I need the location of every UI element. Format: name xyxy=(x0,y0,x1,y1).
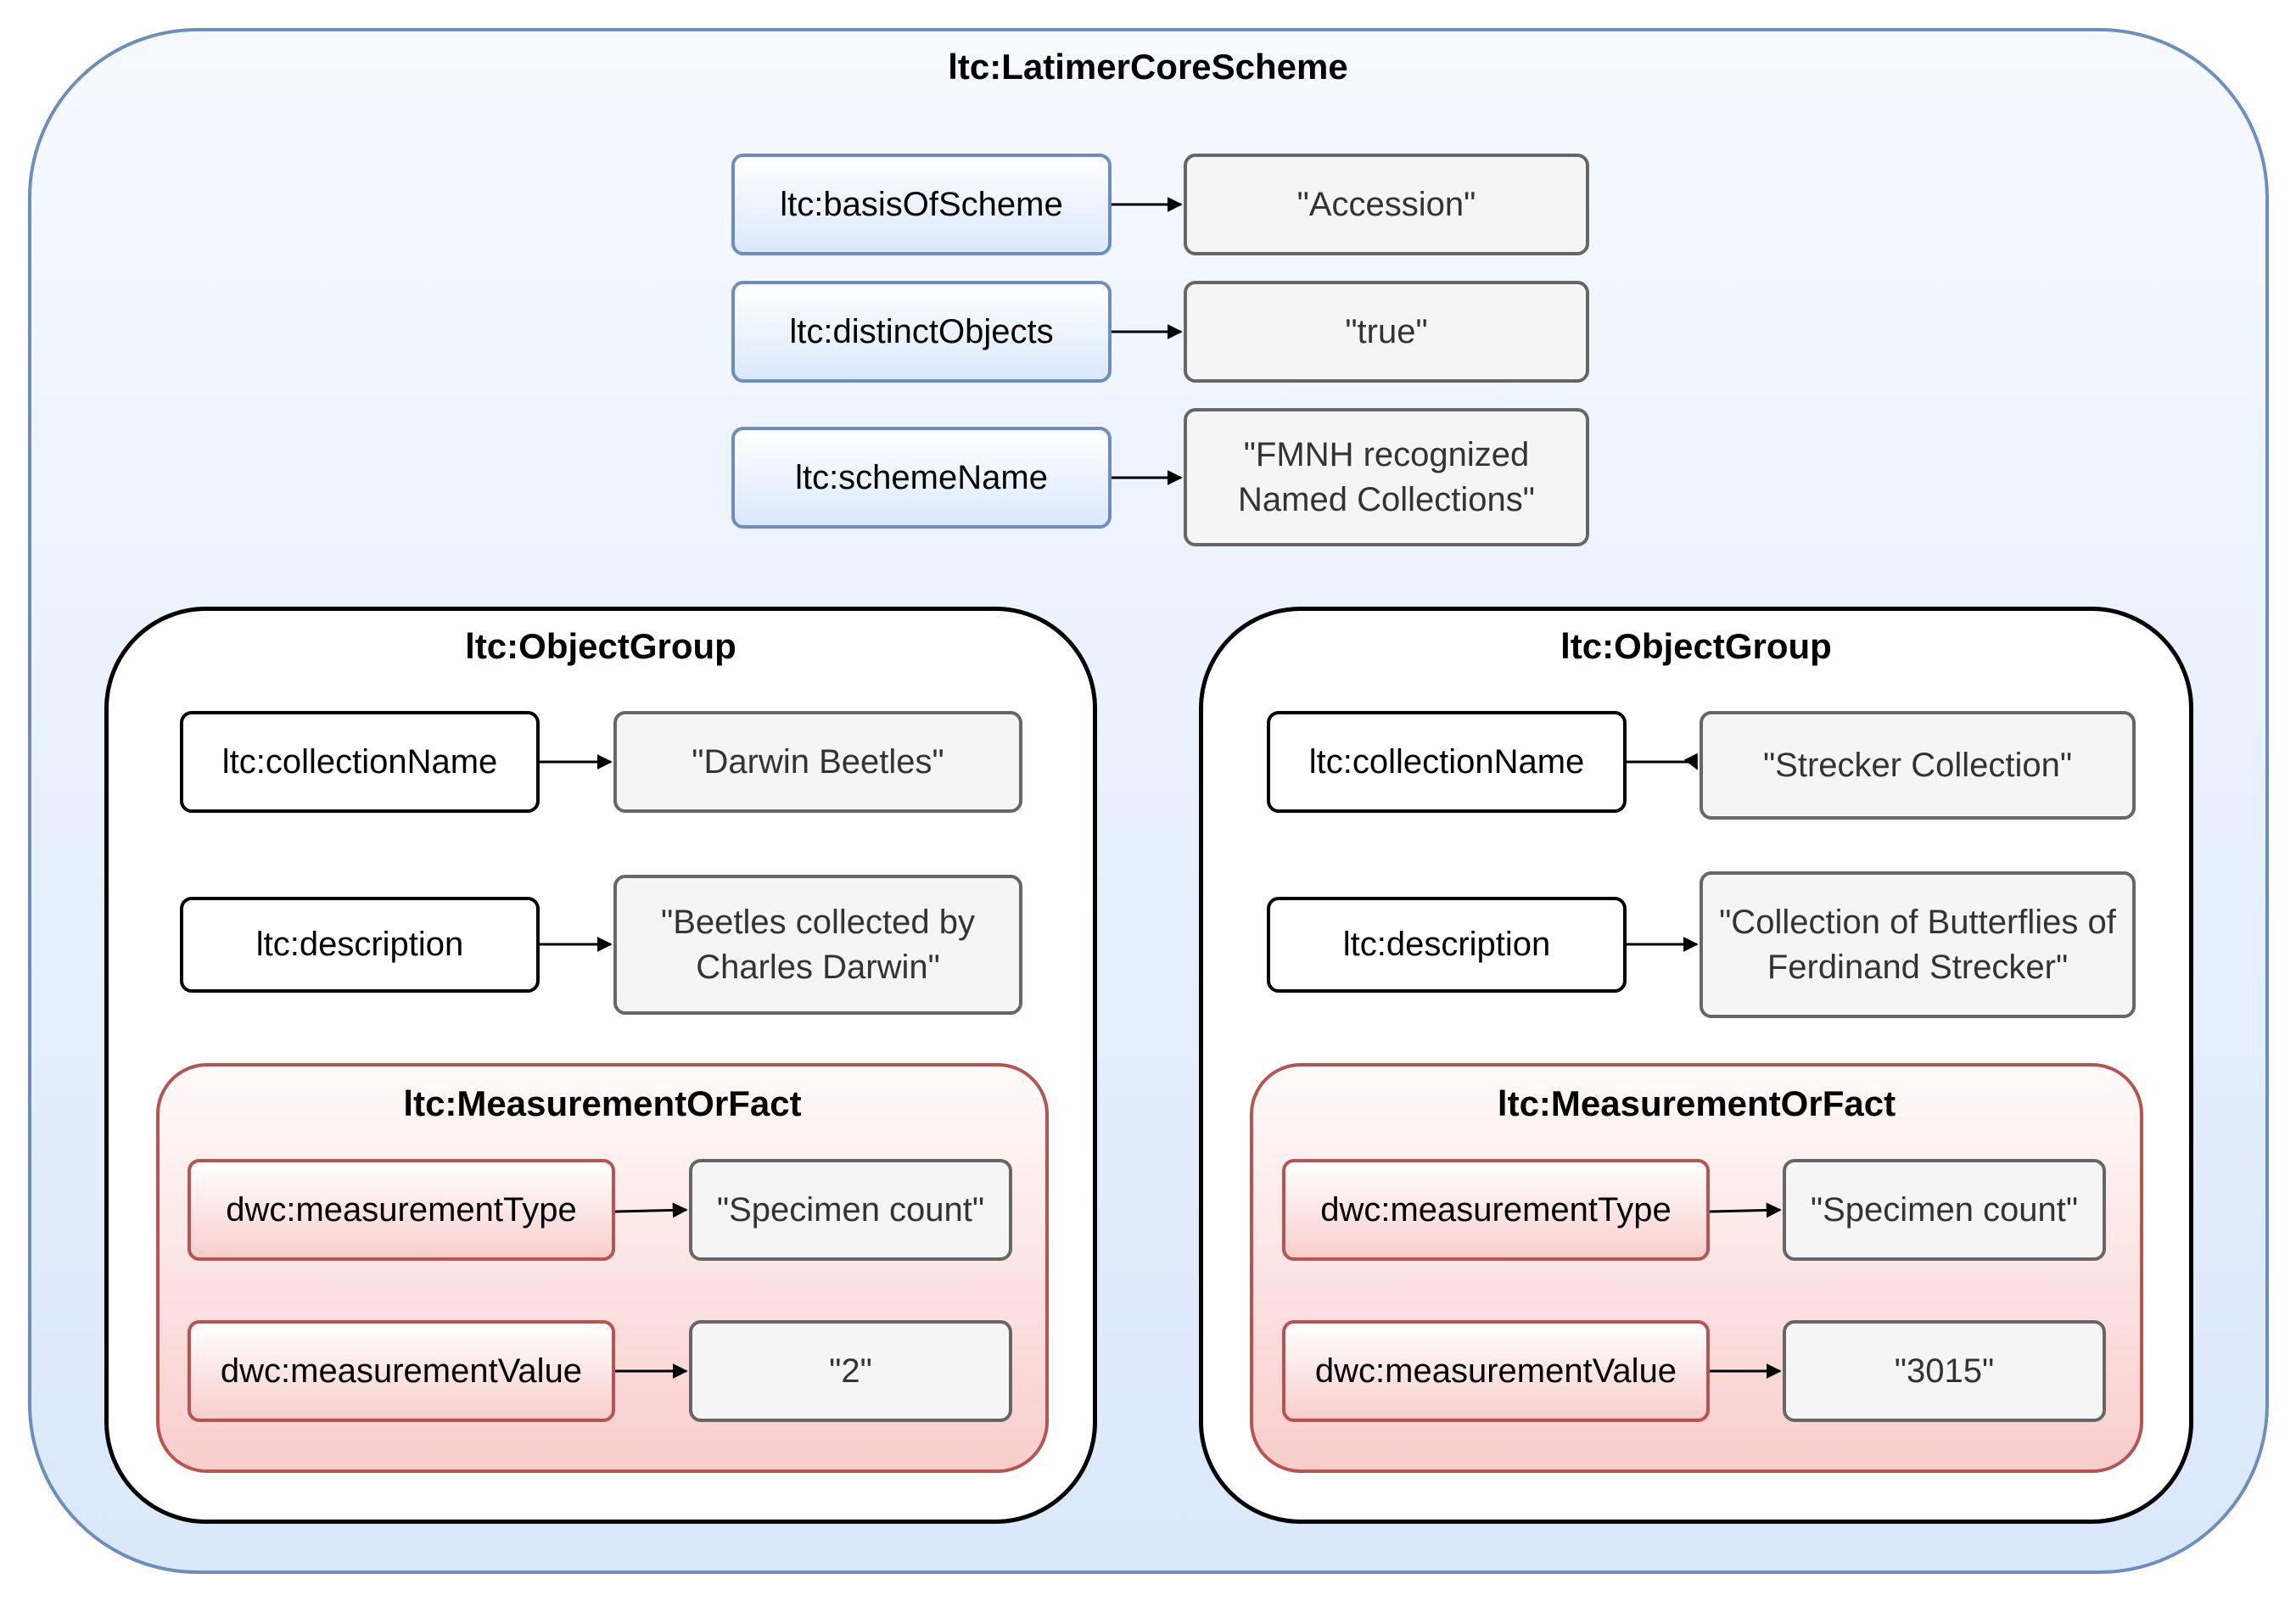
arrow-right-collection-name xyxy=(1627,753,1699,770)
distinct-objects-value: "true" xyxy=(1184,281,1589,383)
right-measurement-value-value: "3015" xyxy=(1783,1320,2106,1422)
scheme-title: ltc:LatimerCoreScheme xyxy=(948,47,1348,87)
left-measurement-type-property: dwc:measurementType xyxy=(188,1159,615,1261)
left-description-value: "Beetles collected by Charles Darwin" xyxy=(613,875,1022,1015)
right-measurement-value-property: dwc:measurementValue xyxy=(1282,1320,1710,1422)
object-group-right-title: ltc:ObjectGroup xyxy=(1560,626,1832,666)
scheme-name-value: "FMNH recognized Named Collections" xyxy=(1184,408,1589,546)
arrow-left-measurement-type xyxy=(614,1202,688,1218)
basis-of-scheme-property: ltc:basisOfScheme xyxy=(731,154,1112,255)
basis-of-scheme-value: "Accession" xyxy=(1184,154,1589,255)
left-collection-name-property: ltc:collectionName xyxy=(180,711,540,813)
left-mof-title: ltc:MeasurementOrFact xyxy=(403,1083,802,1123)
left-measurement-type-value: "Specimen count" xyxy=(689,1159,1012,1261)
right-description-property: ltc:description xyxy=(1267,897,1627,993)
left-description-property: ltc:description xyxy=(180,897,540,993)
right-mof-title: ltc:MeasurementOrFact xyxy=(1497,1083,1896,1123)
arrow-right-measurement-type xyxy=(1709,1202,1782,1218)
right-description-value: "Collection of Butterflies of Ferdinand … xyxy=(1700,871,2136,1018)
right-measurement-type-value: "Specimen count" xyxy=(1783,1159,2106,1261)
scheme-name-property: ltc:schemeName xyxy=(731,427,1112,529)
left-collection-name-value: "Darwin Beetles" xyxy=(613,711,1022,813)
left-measurement-value-property: dwc:measurementValue xyxy=(188,1320,615,1422)
right-measurement-type-property: dwc:measurementType xyxy=(1282,1159,1710,1261)
left-measurement-value-value: "2" xyxy=(689,1320,1012,1422)
right-collection-name-property: ltc:collectionName xyxy=(1267,711,1627,813)
right-collection-name-value: "Strecker Collection" xyxy=(1700,711,2136,820)
distinct-objects-property: ltc:distinctObjects xyxy=(731,281,1112,383)
object-group-left-title: ltc:ObjectGroup xyxy=(465,626,736,666)
